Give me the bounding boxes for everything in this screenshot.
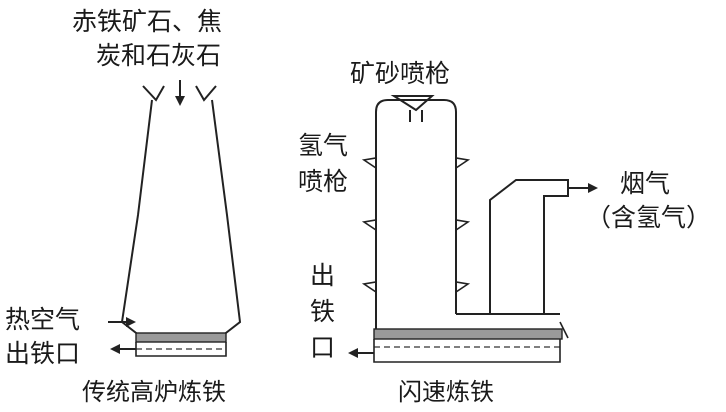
iron-pool [135,332,227,343]
feed-hopper [142,85,217,102]
hot-air-label: 热空气 [5,305,80,334]
right-hearth [373,339,561,363]
h2-nozzle-left-3 [361,281,377,294]
hydrogen-gun-line2: 喷枪 [298,167,348,196]
blast-furnace [108,80,242,357]
h2-nozzle-right-1 [455,157,471,170]
furnace-right-wall [211,99,242,337]
right-iron-outlet-char-2: 铁 [310,297,335,326]
reactor-shaft [375,99,457,330]
flash-furnace [348,95,598,363]
flue-gas-line1: 烟气 [620,169,670,198]
gas-duct [456,179,569,315]
feed-label-line2: 炭和石灰石 [96,41,221,70]
h2-nozzle-left-2 [361,219,377,232]
feed-label-line1: 赤铁矿石、焦 [72,7,222,36]
flue-gas-arrow-head [588,183,598,193]
right-iron-pool [373,328,563,340]
right-iron-outlet-arrow-head [348,348,358,358]
h2-nozzle-right-2 [455,219,471,232]
right-iron-outlet-char-1: 出 [310,261,335,290]
h2-nozzle-left-1 [361,157,377,170]
hot-air-arrow-head [126,317,136,327]
right-caption: 闪速炼铁 [398,378,494,406]
hydrogen-gun-line1: 氢气 [298,131,348,160]
flue-gas-line2: （含氢气） [586,203,711,232]
ore-gun-funnel [390,95,435,112]
h2-nozzle-right-3 [455,281,471,294]
iron-outlet-arrow-head [110,344,120,354]
ore-gun-label: 矿砂喷枪 [350,59,450,88]
left-caption: 传统高炉炼铁 [82,378,226,406]
left-iron-outlet-label: 出铁口 [5,339,80,368]
hearth-edge [559,321,569,339]
right-iron-outlet-char-3: 口 [310,333,335,362]
feed-arrow-head [175,96,185,106]
furnace-left-wall [120,99,153,337]
